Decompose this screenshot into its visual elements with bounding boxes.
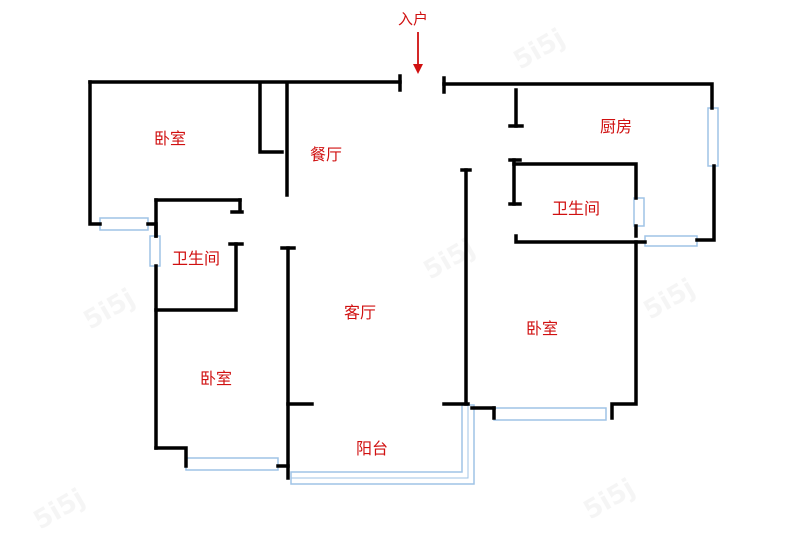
window-bathroom-e [633,197,645,227]
entrance-arrow [413,32,423,74]
room-label-dining: 餐厅 [310,145,342,164]
window-bedroom-e [493,407,607,421]
room-label-bedroom-sw: 卧室 [200,369,232,388]
window-kitchen [707,107,719,167]
room-label-bathroom-e: 卫生间 [552,199,600,218]
entrance-label: 入户 [398,10,428,28]
window-balcony [290,404,475,485]
windows [99,107,719,485]
window-kitchen-bottom [644,235,698,247]
svg-text:5i5j: 5i5j [29,483,91,536]
window-bedroom-sw [185,457,279,471]
walls [88,74,716,480]
svg-text:5i5j: 5i5j [79,283,141,336]
room-label-bedroom-nw: 卧室 [154,129,186,148]
room-label-kitchen: 厨房 [600,117,632,136]
svg-text:5i5j: 5i5j [509,23,571,76]
room-label-living: 客厅 [344,303,376,322]
room-label-bathroom-w: 卫生间 [172,249,220,268]
window-bedroom-nw [99,217,149,231]
watermark: 5i5j 5i5j 5i5j 5i5j 5i5j 5i5j [29,23,701,536]
svg-text:5i5j: 5i5j [639,273,701,326]
window-bathroom-w [149,235,161,267]
room-label-balcony: 阳台 [356,439,388,458]
svg-text:5i5j: 5i5j [579,473,641,526]
room-label-bedroom-e: 卧室 [526,319,558,338]
svg-text:5i5j: 5i5j [419,233,481,286]
